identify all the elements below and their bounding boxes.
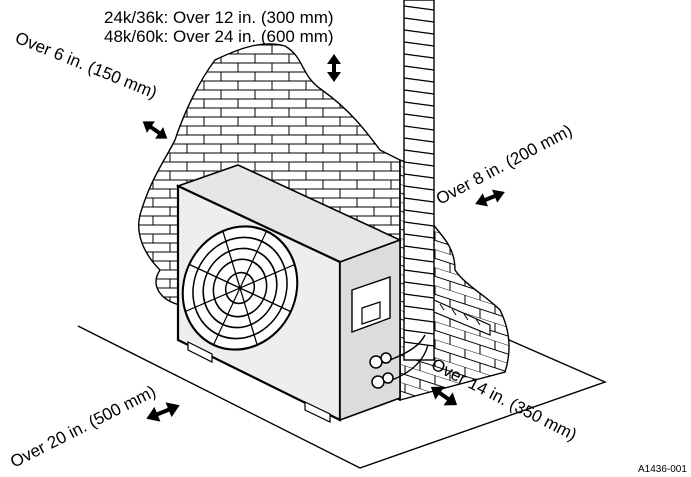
clearance-top-label-1: 24k/36k: Over 12 in. (300 mm) [104, 8, 334, 27]
clearance-front-label: Over 20 in. (500 mm) [7, 382, 159, 472]
clearance-right-arrow-icon [475, 189, 505, 207]
clearance-top-arrow-icon [327, 54, 341, 82]
clearance-left-arrow-icon [142, 121, 168, 139]
outdoor-unit [175, 164, 429, 423]
clearance-right-label: Over 8 in. (200 mm) [433, 121, 575, 209]
fan-grille-icon [181, 225, 299, 351]
refrigerant-pipe [403, 0, 491, 361]
figure-code: A1436-001 [638, 464, 687, 475]
clearance-side-arrow-icon [430, 386, 458, 406]
clearance-front-arrow-icon [146, 402, 180, 422]
clearance-top-label-2: 48k/60k: Over 24 in. (600 mm) [104, 27, 334, 46]
